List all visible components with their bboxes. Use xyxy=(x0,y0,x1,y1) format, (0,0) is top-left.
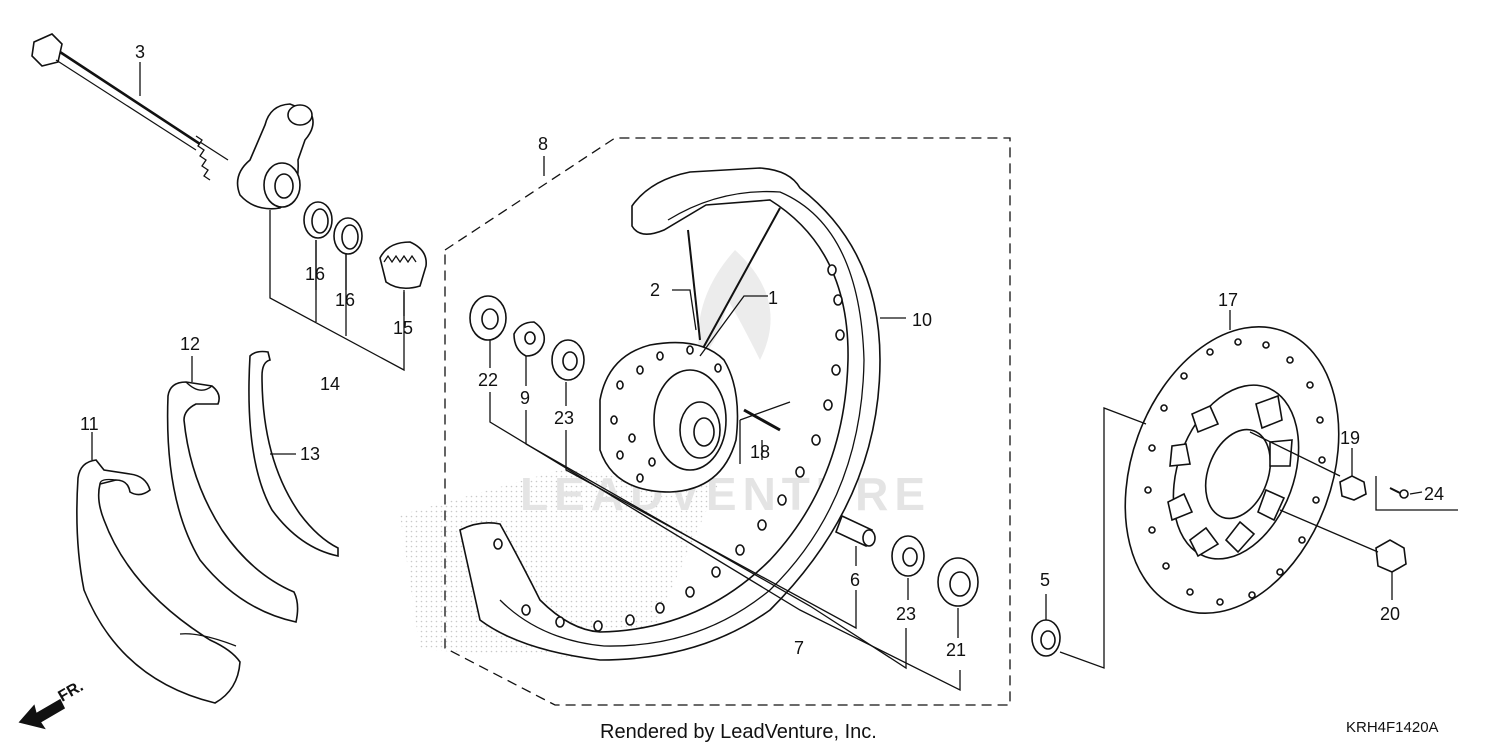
callout-2: 2 xyxy=(650,280,660,300)
callout-5: 5 xyxy=(1040,570,1050,590)
callout-1: 1 xyxy=(768,288,778,308)
distance-collar-6 xyxy=(834,514,876,548)
callout-24: 24 xyxy=(1424,484,1444,504)
front-axle xyxy=(31,33,229,181)
callout-21: 21 xyxy=(946,640,966,660)
spokes xyxy=(687,207,781,351)
spoke-nipple-18 xyxy=(739,401,791,464)
bearing-23b xyxy=(891,535,925,577)
callout-23b: 23 xyxy=(896,604,916,624)
callout-12: 12 xyxy=(180,334,200,354)
callout-16b: 16 xyxy=(335,290,355,310)
callout-16a: 16 xyxy=(305,264,325,284)
speedometer-gearbox xyxy=(236,103,314,210)
callout-7: 7 xyxy=(794,638,804,658)
nut-20 xyxy=(1375,539,1407,573)
callout-17: 17 xyxy=(1218,290,1238,310)
callout-11: 11 xyxy=(80,414,99,434)
dust-seal-16b xyxy=(333,217,363,255)
front-direction-arrow: FR. xyxy=(18,678,86,730)
gear-retainer xyxy=(379,241,427,290)
wheel-rim xyxy=(459,167,881,661)
disc-slots xyxy=(1167,394,1293,558)
dust-seal-9 xyxy=(513,321,546,357)
screw-24 xyxy=(1375,476,1458,511)
callout-22: 22 xyxy=(478,370,498,390)
brake-disc xyxy=(1124,325,1340,615)
rim-spoke-holes xyxy=(493,264,845,632)
bolt-19 xyxy=(1339,475,1367,501)
tire xyxy=(76,459,241,704)
wheel-hub xyxy=(599,341,739,493)
callout-8: 8 xyxy=(538,134,548,154)
callout-23a: 23 xyxy=(554,408,574,428)
inner-tube xyxy=(166,381,299,623)
callout-3: 3 xyxy=(135,42,145,62)
callout-14: 14 xyxy=(320,374,340,394)
disc-holes xyxy=(1144,338,1326,606)
bearing-22 xyxy=(469,295,507,341)
dust-seal-16a xyxy=(303,201,333,239)
callout-6: 6 xyxy=(850,570,860,590)
callout-15: 15 xyxy=(393,318,413,338)
hub-spoke-holes xyxy=(610,345,722,483)
callout-9: 9 xyxy=(520,388,530,408)
collar-5 xyxy=(1031,619,1061,657)
wheel-assembly-boundary xyxy=(444,137,1011,706)
bearing-23a xyxy=(551,339,585,381)
leader-lines xyxy=(91,62,1423,692)
callout-19: 19 xyxy=(1340,428,1360,448)
dust-seal-21 xyxy=(937,557,979,607)
bracket-disc xyxy=(1059,407,1379,669)
callout-20: 20 xyxy=(1380,604,1400,624)
diagram-code: KRH4F1420A xyxy=(1346,719,1439,736)
callout-18: 18 xyxy=(750,442,770,462)
callout-10: 10 xyxy=(912,310,932,330)
credit-text: Rendered by LeadVenture, Inc. xyxy=(600,721,877,743)
callout-13: 13 xyxy=(300,444,320,464)
callout-numbers: 3 8 2 1 10 17 16 16 15 14 12 11 13 22 9 … xyxy=(80,42,1444,660)
rim-band xyxy=(248,350,339,557)
